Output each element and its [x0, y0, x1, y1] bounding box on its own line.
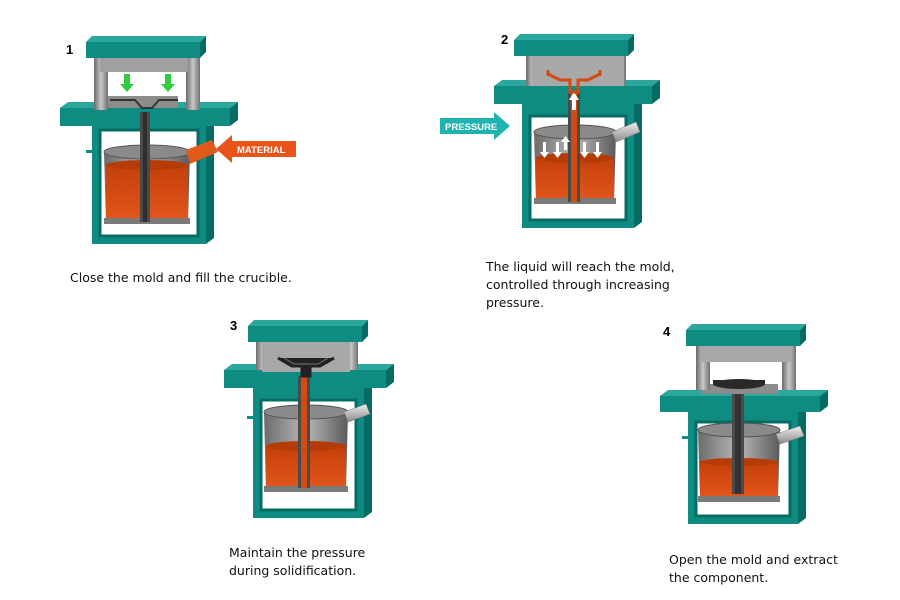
step-2-machine: PRESSURE — [440, 34, 660, 228]
step-3-machine — [224, 320, 394, 518]
pressure-label: PRESSURE — [445, 122, 497, 133]
step-1-number: 1 — [66, 42, 74, 57]
caption-line: Close the mold and fill the crucible. — [70, 270, 292, 285]
material-label: MATERIAL — [237, 145, 286, 156]
caption-line: pressure. — [486, 295, 544, 310]
caption-line: controlled through increasing — [486, 277, 670, 292]
step-4-caption: Open the mold and extract the component. — [669, 551, 838, 587]
caption-line: The liquid will reach the mold, — [486, 259, 675, 274]
step-1-caption: Close the mold and fill the crucible. — [70, 269, 292, 287]
step-3-number: 3 — [230, 318, 238, 333]
step-4-number: 4 — [663, 324, 671, 339]
caption-line: Maintain the pressure — [229, 545, 366, 560]
step-4-machine — [660, 324, 828, 524]
pressure-arrow: PRESSURE — [440, 112, 510, 140]
caption-line: during solidification. — [229, 563, 357, 578]
push-down-arrow — [120, 74, 175, 92]
caption-line: the component. — [669, 570, 769, 585]
step-2-number: 2 — [501, 32, 509, 47]
material-arrow: MATERIAL — [216, 135, 296, 163]
step-3-caption: Maintain the pressure during solidificat… — [229, 544, 365, 580]
caption-line: Open the mold and extract — [669, 552, 838, 567]
step-2-caption: The liquid will reach the mold, controll… — [486, 258, 675, 312]
pressure-down-arrows — [540, 92, 602, 158]
step-1-machine: MATERIAL — [60, 36, 296, 244]
